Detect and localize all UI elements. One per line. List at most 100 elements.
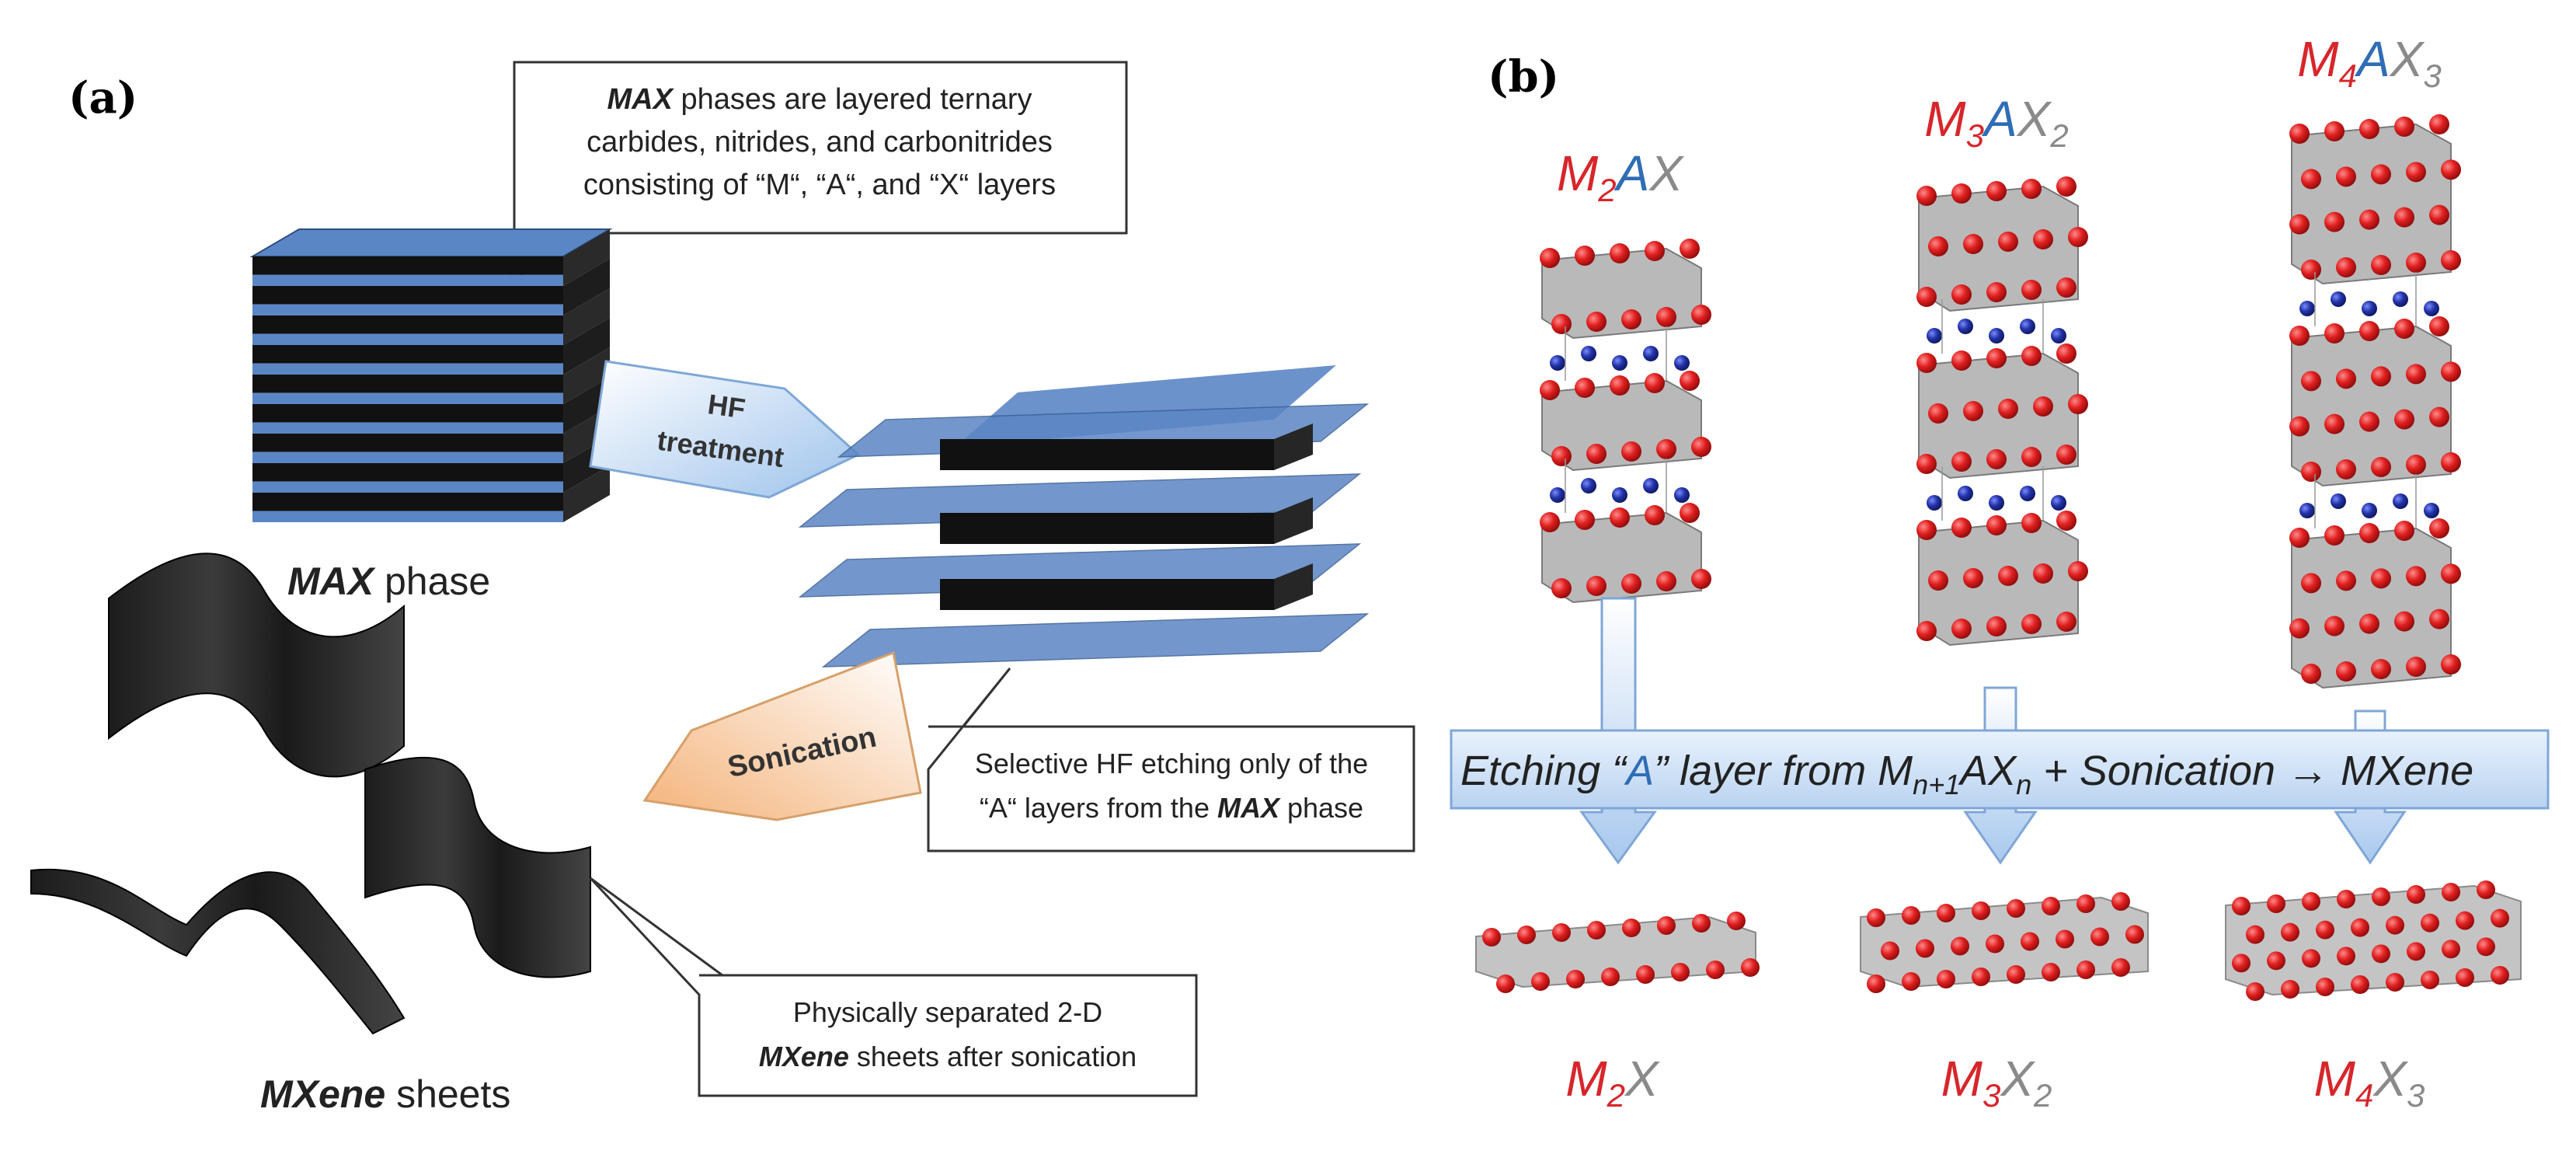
x-atom — [2301, 462, 2321, 482]
mxene-x-atom — [2281, 980, 2299, 999]
x-atom — [2371, 457, 2391, 477]
x-atom — [2324, 413, 2345, 434]
x-atom — [1963, 568, 1983, 588]
callout-sheets-line1: Physically separated 2-D — [793, 996, 1102, 1028]
x-atom — [2394, 207, 2414, 228]
mxene-x-atom — [2281, 922, 2299, 942]
a-atom — [1927, 328, 1942, 343]
hf-treatment-arrow: HF treatment — [589, 360, 861, 499]
x-atom — [2441, 654, 2461, 675]
max-black-layer — [252, 404, 563, 423]
x-atom — [1540, 380, 1560, 400]
x-atom — [2371, 255, 2391, 275]
x-atom — [2429, 204, 2449, 225]
a-atom — [1612, 355, 1627, 371]
mxene-x-atom — [2090, 927, 2109, 947]
formula-m2ax: M2AX — [1557, 145, 1684, 208]
a-atom — [1581, 478, 1596, 493]
x-atom — [1645, 373, 1665, 393]
x-atom — [1928, 570, 1948, 591]
mxene-x-atom — [1587, 921, 1606, 940]
x-atom — [1986, 515, 2007, 535]
mxene-x-atom — [2421, 971, 2439, 989]
mxene-sheet-3 — [364, 756, 591, 978]
x-atom — [2406, 162, 2426, 183]
x-atom — [1610, 507, 1630, 528]
mxene-x-atom — [2267, 951, 2285, 971]
x-atom — [1963, 234, 1983, 254]
x-atom — [2324, 615, 2345, 636]
x-atom — [2289, 416, 2310, 437]
x-atom — [2056, 612, 2076, 632]
x-atom — [1963, 401, 1983, 421]
x-atom — [2336, 257, 2356, 277]
x-atom — [2068, 394, 2088, 414]
callout-max-line3: consisting of “M“, “A“, and “X“ layers — [583, 169, 1056, 201]
x-atom — [2371, 568, 2391, 589]
x-atom — [2021, 513, 2042, 533]
x-atom — [2394, 117, 2414, 137]
mxene-x-atom — [2442, 883, 2460, 901]
x-atom — [2336, 570, 2356, 591]
mxene-x-atom — [2337, 890, 2355, 908]
x-atom — [2301, 664, 2321, 684]
a-atom — [1958, 319, 1973, 334]
x-atom — [1951, 619, 1972, 639]
mxene-x-atom — [1986, 934, 2004, 954]
x-atom — [1586, 576, 1607, 596]
x-atom — [1998, 399, 2018, 419]
mxene-x-atom — [1671, 963, 1690, 981]
x-atom — [2056, 343, 2076, 364]
max-blue-layer — [252, 481, 563, 493]
mxene-x-atom — [1972, 968, 1990, 986]
mxene-x-atom — [1566, 970, 1585, 988]
callout-max-definition: MAX phases are layered ternary carbides,… — [496, 61, 1128, 289]
x-atom — [2021, 346, 2042, 366]
mxene-slab-body — [2225, 884, 2522, 996]
formula-m4ax3: M4AX3 — [2297, 31, 2441, 94]
mxene-x-atom — [2042, 963, 2060, 981]
mxene-x-atom — [2302, 949, 2320, 968]
x-atom — [1691, 437, 1711, 457]
max-blue-layer — [252, 392, 563, 404]
max-blue-layer — [252, 363, 563, 375]
x-atom — [1586, 312, 1607, 332]
x-atom — [2056, 445, 2076, 465]
mxene-x-atom — [1482, 928, 1501, 947]
mxene-x-atom — [1531, 972, 1550, 991]
mxene-x-atom — [2007, 965, 2025, 984]
mxene-sheets — [30, 553, 591, 1035]
x-atom — [1575, 510, 1595, 530]
mxene-x-atom — [2111, 958, 2130, 977]
etched-side — [1274, 563, 1313, 610]
mxene-x-atom — [2351, 975, 2369, 994]
mxene-x-atom — [1902, 972, 1920, 991]
a-atom — [2362, 301, 2377, 316]
mxene-x-atom — [1517, 926, 1536, 944]
x-atom — [1656, 571, 1676, 591]
x-atom — [2301, 573, 2321, 594]
formula-m3x2: M3X2 — [1941, 1051, 2052, 1114]
etched-side — [1274, 497, 1313, 544]
x-atom — [2021, 179, 2042, 199]
x-atom — [2301, 371, 2321, 392]
x-atom — [2359, 613, 2379, 634]
x-atom — [1928, 403, 1948, 424]
max-top-face — [249, 228, 613, 257]
x-atom — [1656, 307, 1676, 327]
callout-etch-line1: Selective HF etching only of the — [975, 748, 1368, 779]
x-atom — [2336, 459, 2356, 479]
mxene-x-atom — [1636, 965, 1655, 984]
mxene-x-atom — [1692, 914, 1711, 933]
mxene-x-atom — [1937, 970, 1955, 988]
a-atom — [2362, 503, 2377, 518]
callout-sheets: Physically separated 2-D MXene sheets af… — [589, 877, 1198, 1097]
x-atom — [2359, 321, 2379, 341]
mxene-sheet-1 — [108, 553, 405, 778]
x-atom — [2359, 411, 2379, 432]
x-atom — [1951, 350, 1972, 371]
a-atom — [1674, 487, 1690, 503]
max-black-layer — [252, 463, 563, 482]
x-atom — [2056, 176, 2076, 197]
